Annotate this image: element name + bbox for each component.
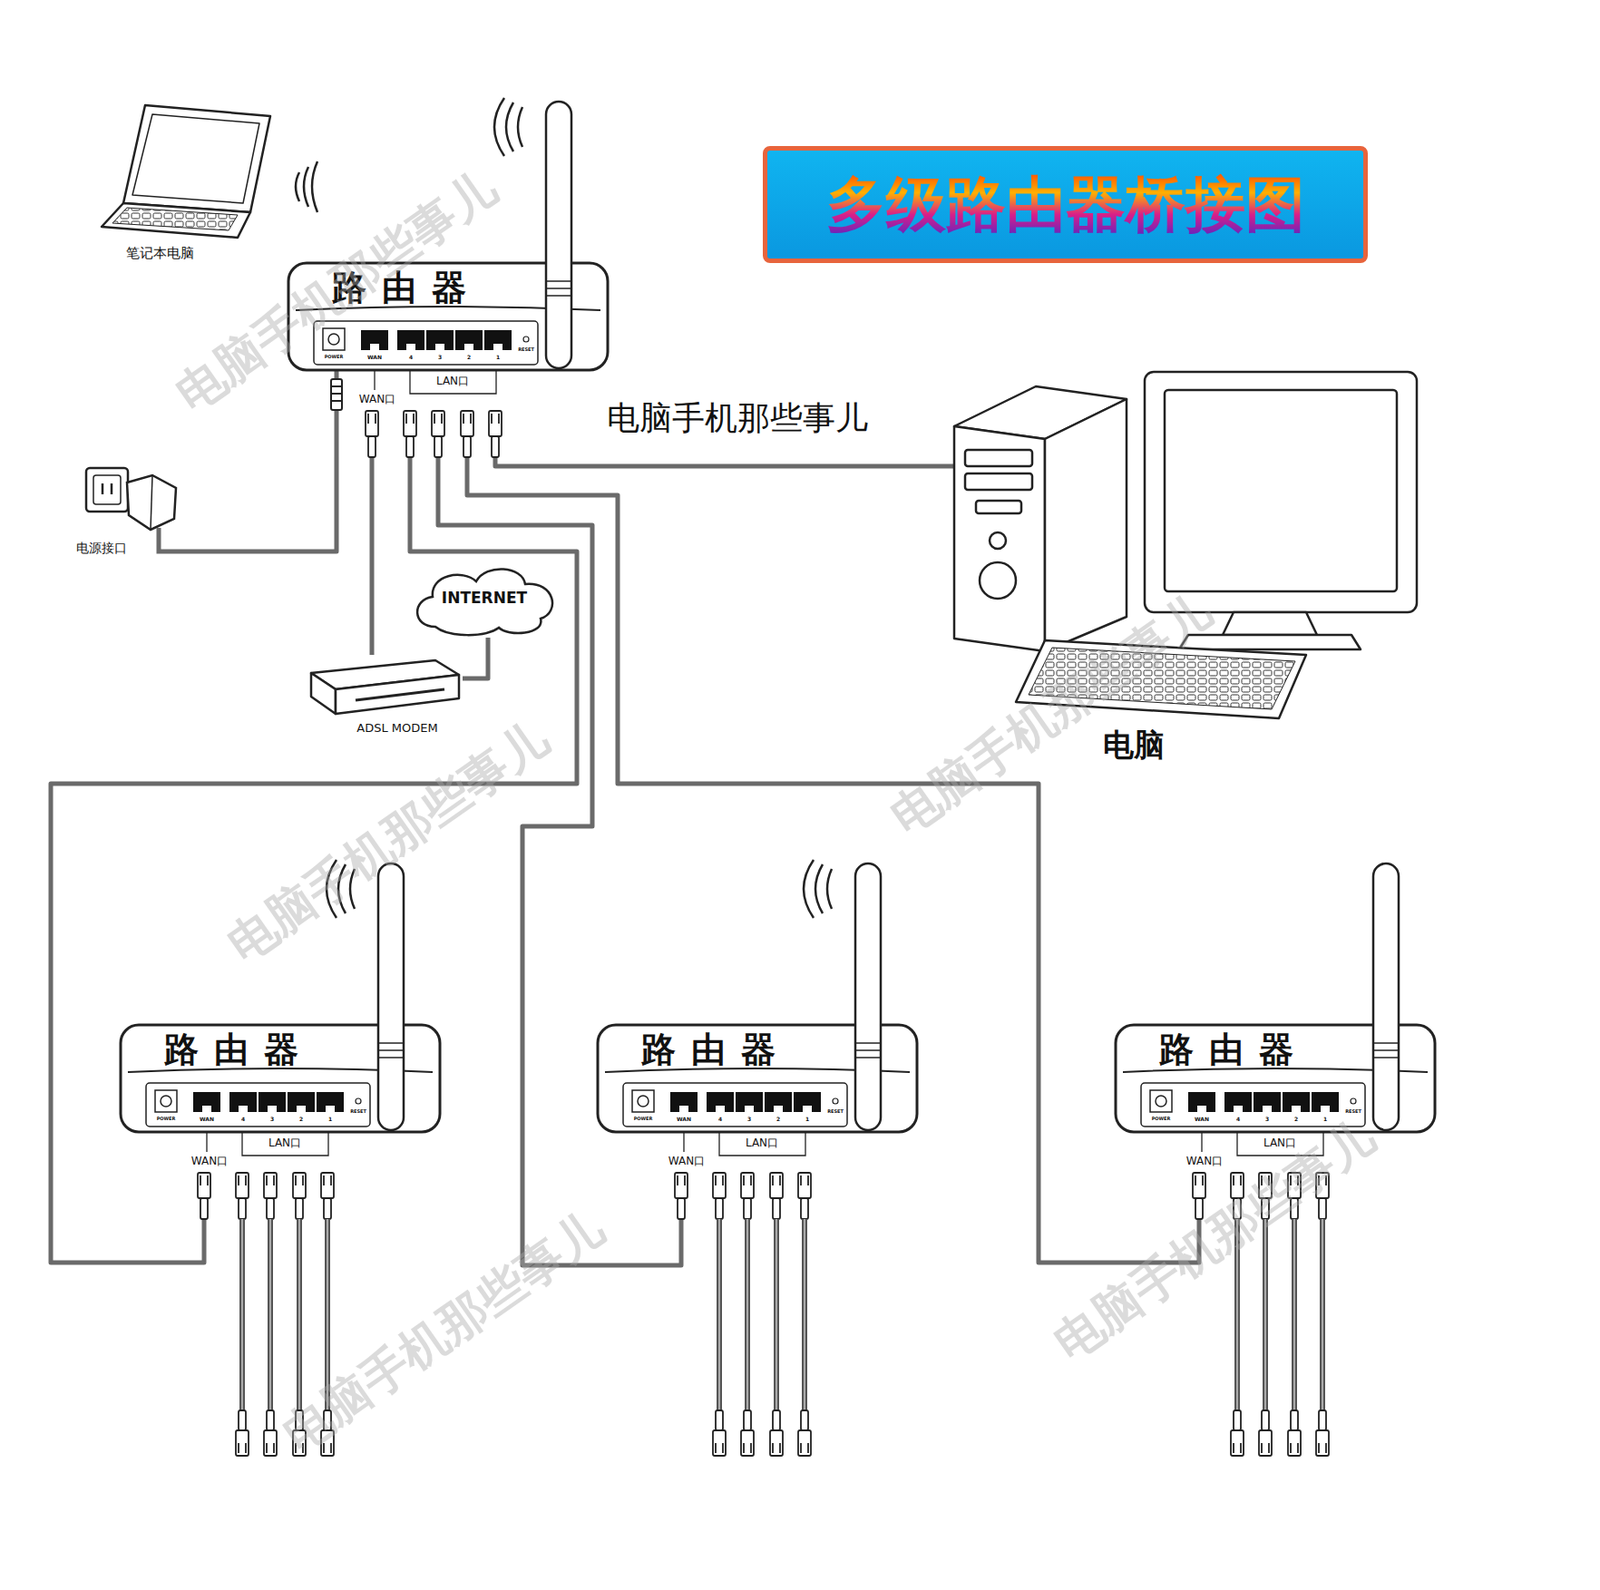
port-label: RESET — [827, 1109, 844, 1115]
port-label: 2 — [299, 1116, 303, 1123]
port-label: WAN — [676, 1116, 692, 1123]
port-label: 4 — [1236, 1116, 1240, 1123]
port-label: 1 — [496, 354, 500, 361]
port-label: 2 — [776, 1116, 781, 1123]
port-label: 3 — [747, 1116, 752, 1123]
port-label: 1 — [328, 1116, 332, 1123]
router-drawing — [597, 859, 918, 1456]
port-label: RESET — [350, 1109, 367, 1115]
port-label: POWER — [156, 1116, 176, 1122]
node-label: 路由器 — [164, 1030, 314, 1071]
port-label: LAN口 — [1263, 1137, 1297, 1150]
caption-text: 电脑手机那些事儿 — [606, 400, 869, 437]
network-cable — [50, 457, 577, 1263]
node-label: INTERNET — [441, 589, 527, 608]
network-cable — [438, 457, 682, 1266]
port-label: WAN — [367, 354, 382, 361]
node-label: 电源接口 — [76, 540, 127, 556]
network-cable — [181, 457, 337, 552]
desktop-computer-drawing — [954, 371, 1417, 719]
node-label: 笔记本电脑 — [126, 245, 195, 262]
port-label: 3 — [1265, 1116, 1269, 1123]
power-outlet-drawing — [86, 468, 182, 552]
router: 路由器 — [597, 1024, 918, 1220]
port-label: WAN — [199, 1116, 215, 1123]
node-label: 电脑 — [1102, 727, 1165, 763]
port-label: 1 — [805, 1116, 810, 1123]
port-label: WAN口 — [668, 1155, 705, 1168]
laptop: 笔记本电脑 — [97, 101, 273, 267]
port-label: 4 — [718, 1116, 722, 1123]
watermark: 电脑手机那些事儿 — [1044, 1110, 1385, 1369]
node-label: 路由器 — [1159, 1030, 1309, 1071]
port-label: WAN口 — [359, 393, 396, 406]
port-label: POWER — [634, 1116, 654, 1122]
power-outlet: 电源接口 — [76, 464, 182, 558]
diagram-title: 多级路由器桥接图 — [826, 164, 1306, 246]
adsl-modem: ADSL MODEM — [311, 654, 463, 740]
port-label: 3 — [438, 354, 442, 361]
port-label: POWER — [1151, 1116, 1171, 1122]
modem-drawing — [311, 660, 459, 714]
power-plug-drawing — [331, 366, 342, 458]
laptop-drawing — [101, 105, 318, 238]
watermark: 电脑手机那些事儿 — [273, 1201, 614, 1461]
watermark: 电脑手机那些事儿 — [218, 712, 558, 971]
internet-cloud: INTERNET — [408, 561, 562, 638]
port-label: RESET — [517, 347, 535, 353]
network-cable — [462, 637, 488, 679]
port-label: 2 — [467, 354, 471, 361]
network-cable — [370, 457, 375, 655]
port-label: LAN口 — [268, 1137, 302, 1150]
port-label: 2 — [1294, 1116, 1298, 1123]
router-drawing — [1115, 863, 1435, 1456]
port-label: WAN口 — [1186, 1155, 1223, 1168]
port-label: WAN — [1194, 1116, 1210, 1123]
node-label: 路由器 — [641, 1030, 791, 1071]
port-label: 4 — [241, 1116, 245, 1123]
port-label: LAN口 — [436, 375, 469, 388]
port-label: WAN口 — [191, 1155, 228, 1168]
router: 路由器 — [120, 1024, 440, 1220]
port-label: 3 — [270, 1116, 274, 1123]
port-label: 1 — [1323, 1116, 1327, 1123]
watermark: 电脑手机那些事儿 — [881, 584, 1221, 843]
port-label: POWER — [324, 354, 344, 361]
port-label: 4 — [409, 354, 413, 361]
network-cable — [495, 457, 955, 467]
port-label: LAN口 — [745, 1137, 779, 1150]
title-banner: 多级路由器桥接图 — [762, 146, 1368, 264]
node-label: ADSL MODEM — [356, 721, 438, 736]
